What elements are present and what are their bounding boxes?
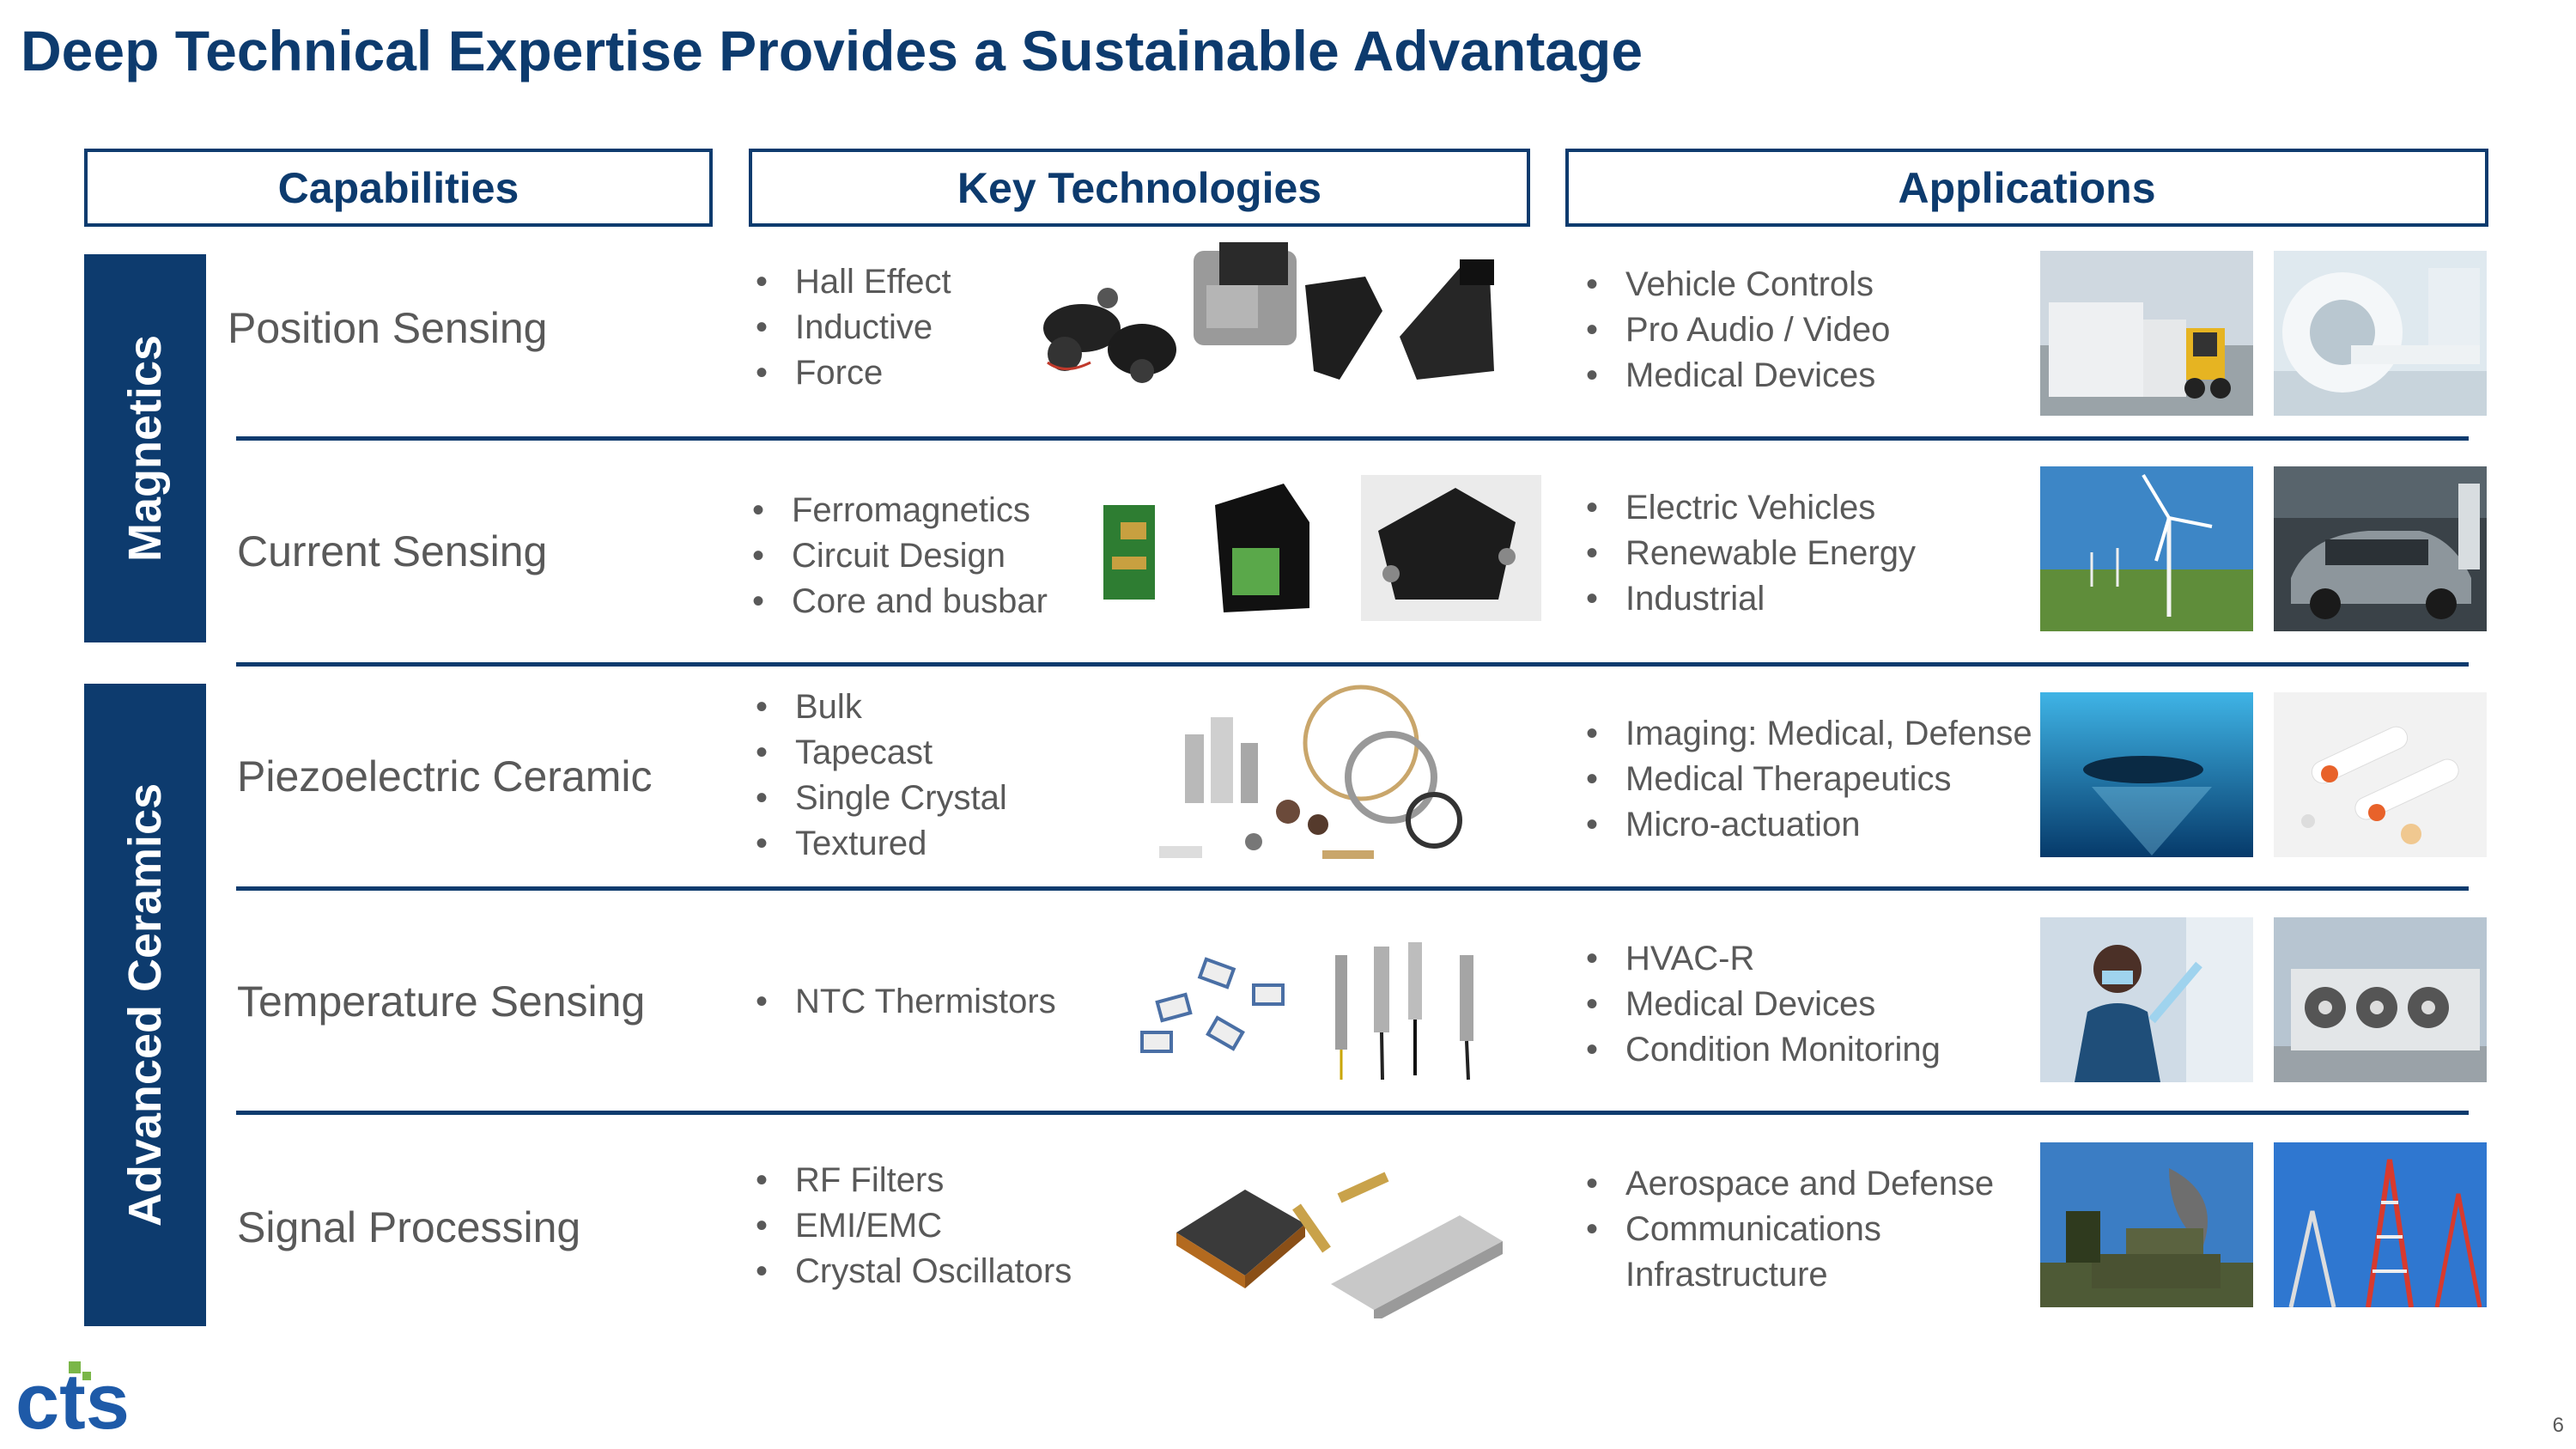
photo-wind-turbines <box>2040 466 2253 631</box>
photo-communication-towers <box>2274 1142 2487 1307</box>
list-item: Renewable Energy <box>1586 531 1916 576</box>
thermistor-products-image <box>1125 938 1511 1084</box>
list-item: Hall Effect <box>756 259 951 305</box>
group-label-advanced-ceramics: Advanced Ceramics <box>119 782 171 1227</box>
list-item: Communications <box>1586 1207 1994 1252</box>
application-list-piezoelectric: Imaging: Medical, Defense Medical Therap… <box>1586 711 2032 848</box>
list-item: Medical Devices <box>1586 353 1890 399</box>
list-item: Micro-actuation <box>1586 802 2032 848</box>
list-item: Infrastructure <box>1625 1256 1828 1294</box>
photo-hvac-units <box>2274 917 2487 1082</box>
list-item: Inductive <box>756 305 951 350</box>
list-item: Ferromagnetics <box>752 488 1048 533</box>
list-item: Textured <box>756 821 1007 867</box>
row-divider <box>236 886 2469 891</box>
list-item: Crystal Oscillators <box>756 1249 1072 1294</box>
list-item: Imaging: Medical, Defense <box>1586 711 2032 757</box>
application-list-signal: Aerospace and Defense Communications Inf… <box>1586 1161 1994 1298</box>
application-list-position: Vehicle Controls Pro Audio / Video Medic… <box>1586 262 1890 399</box>
current-sensor-products-image <box>1095 471 1541 625</box>
capability-temperature-sensing: Temperature Sensing <box>237 977 646 1026</box>
list-item: Bulk <box>756 685 1007 730</box>
list-item: Condition Monitoring <box>1586 1027 1941 1073</box>
photo-electric-vehicle-charging <box>2274 466 2487 631</box>
list-item: EMI/EMC <box>756 1203 1072 1249</box>
photo-military-radar <box>2040 1142 2253 1307</box>
capability-position-sensing: Position Sensing <box>228 304 548 352</box>
row-divider <box>236 436 2469 441</box>
photo-medical-lab-worker <box>2040 917 2253 1082</box>
position-sensor-products-image <box>1030 234 1516 393</box>
header-applications: Applications <box>1565 149 2488 227</box>
group-label-magnetics: Magnetics <box>119 334 171 563</box>
list-item: Medical Devices <box>1586 982 1941 1027</box>
photo-underwater-sonar <box>2040 692 2253 857</box>
row-divider <box>236 1111 2469 1115</box>
photo-warehouse-forklift <box>2040 251 2253 416</box>
list-item: NTC Thermistors <box>756 979 1056 1025</box>
header-capabilities: Capabilities <box>84 149 713 227</box>
list-item: Electric Vehicles <box>1586 485 1916 531</box>
list-item: Pro Audio / Video <box>1586 307 1890 353</box>
photo-mri-scanner <box>2274 251 2487 416</box>
technology-list-current: Ferromagnetics Circuit Design Core and b… <box>752 488 1048 624</box>
list-item: Core and busbar <box>752 579 1048 624</box>
technology-list-signal: RF Filters EMI/EMC Crystal Oscillators <box>756 1158 1072 1294</box>
capability-piezoelectric-ceramic: Piezoelectric Ceramic <box>237 752 653 801</box>
page-number: 6 <box>2552 1414 2564 1437</box>
list-item: Aerospace and Defense <box>1586 1161 1994 1207</box>
application-list-current: Electric Vehicles Renewable Energy Indus… <box>1586 485 1916 622</box>
list-item: Vehicle Controls <box>1586 262 1890 307</box>
capability-current-sensing: Current Sensing <box>237 527 548 575</box>
list-item: HVAC-R <box>1586 936 1941 982</box>
cts-logo: cts <box>15 1358 161 1446</box>
piezoelectric-products-image <box>1151 683 1468 876</box>
list-item: RF Filters <box>756 1158 1072 1203</box>
technology-list-piezoelectric: Bulk Tapecast Single Crystal Textured <box>756 685 1007 867</box>
application-list-temperature: HVAC-R Medical Devices Condition Monitor… <box>1586 936 1941 1073</box>
list-item: Circuit Design <box>752 533 1048 579</box>
list-item: Force <box>756 350 951 396</box>
list-item: Single Crystal <box>756 776 1007 821</box>
list-item: Medical Therapeutics <box>1586 757 2032 802</box>
list-item: Industrial <box>1586 576 1916 622</box>
page-title: Deep Technical Expertise Provides a Sust… <box>21 19 1643 82</box>
group-bar-advanced-ceramics: Advanced Ceramics <box>84 684 206 1326</box>
header-key-technologies: Key Technologies <box>749 149 1530 227</box>
row-divider <box>236 662 2469 667</box>
signal-processing-products-image <box>1168 1164 1503 1318</box>
technology-list-position: Hall Effect Inductive Force <box>756 259 951 396</box>
group-bar-magnetics: Magnetics <box>84 254 206 642</box>
photo-ultrasound-transducers <box>2274 692 2487 857</box>
capability-signal-processing: Signal Processing <box>237 1203 581 1251</box>
technology-list-temperature: NTC Thermistors <box>756 979 1056 1025</box>
list-item: Tapecast <box>756 730 1007 776</box>
